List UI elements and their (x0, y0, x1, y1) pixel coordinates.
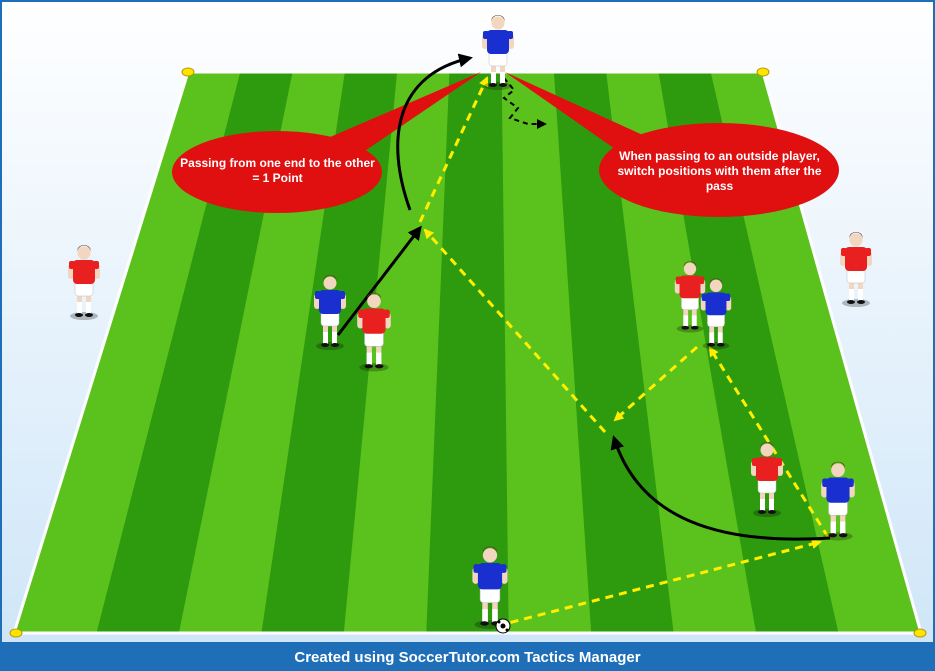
pitch-stripe (343, 72, 450, 633)
pitch-stripe (501, 72, 592, 633)
corner-cones (9, 67, 927, 638)
callout-left-text: Passing from one end to the other = 1 Po… (180, 156, 375, 185)
player-blue (472, 546, 508, 629)
pass-arrows (418, 76, 830, 628)
ball (495, 618, 511, 634)
player-red (357, 292, 391, 372)
frame-border (0, 0, 935, 644)
player-blue (700, 278, 732, 350)
run-arrow (610, 435, 831, 541)
player-red (674, 261, 706, 333)
footer-credit: Created using SoccerTutor.com Tactics Ma… (0, 644, 935, 671)
callout-right-text: When passing to an outside player, switc… (617, 149, 822, 193)
pitch-stripe (14, 72, 241, 633)
pitch-stripe (178, 72, 345, 633)
cone-bottom-right (913, 628, 927, 638)
players (68, 15, 872, 629)
pitch-drawing (0, 0, 935, 644)
player-red (751, 442, 783, 517)
player-blue (821, 461, 855, 541)
callout-left-bubble (172, 131, 382, 213)
run-arrow (336, 225, 422, 336)
cone-top-right (756, 67, 770, 77)
player-red (840, 232, 872, 307)
dribble-arrow (502, 77, 547, 129)
pass-arrow (418, 76, 489, 223)
pass-arrow (708, 346, 830, 538)
cone-top-left (181, 67, 195, 77)
pitch-stripe (606, 72, 757, 633)
pass-arrow (613, 345, 698, 422)
player-blue (314, 275, 346, 350)
run-arrows (336, 53, 831, 541)
player-blue (482, 15, 514, 90)
cone-bottom-left (9, 628, 23, 638)
player-red (68, 245, 100, 320)
run-arrow (396, 53, 473, 211)
callout-right-bubble (599, 123, 839, 217)
pass-arrow (423, 228, 607, 433)
